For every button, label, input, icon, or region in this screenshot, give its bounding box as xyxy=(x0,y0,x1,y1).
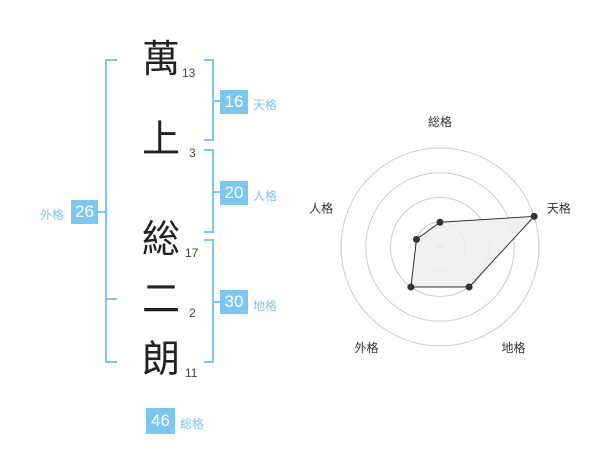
gaikaku-label: 外格 xyxy=(40,208,65,222)
stroke-count-2: 3 xyxy=(189,146,196,160)
chikaku-tick xyxy=(212,301,220,303)
chikaku-label: 地格 xyxy=(253,299,278,313)
gaikaku-bracket xyxy=(105,59,117,363)
jinkaku-badge: 20 xyxy=(220,181,248,205)
jinkaku-tick xyxy=(212,191,220,193)
radar-axis-label: 総格 xyxy=(428,114,452,129)
gaikaku-badge: 26 xyxy=(71,200,98,224)
stroke-count-4: 2 xyxy=(189,306,196,320)
radar-point xyxy=(436,218,444,226)
tenkaku-label: 天格 xyxy=(253,98,278,112)
radar-ring xyxy=(365,172,515,322)
jinkaku-label: 人格 xyxy=(253,189,278,203)
radar-points xyxy=(407,212,538,291)
radar-point xyxy=(407,283,415,291)
stroke-count-5: 11 xyxy=(185,366,198,380)
radar-ring xyxy=(340,147,540,347)
radar-polygon xyxy=(410,215,536,288)
radar-point xyxy=(530,212,538,220)
soukaku-badge: 46 xyxy=(146,408,175,434)
tenkaku-badge: 16 xyxy=(220,90,248,114)
soukaku-label: 総格 xyxy=(180,417,205,431)
radar-axis-label: 外格 xyxy=(355,340,379,355)
name-char-5: 朗 xyxy=(141,337,180,381)
gaikaku-divider-tick xyxy=(105,298,117,300)
stroke-count-1: 13 xyxy=(182,66,196,80)
radar-axis-label: 地格 xyxy=(501,340,525,355)
radar-point xyxy=(412,235,420,243)
name-char-1: 萬 xyxy=(141,37,180,81)
radar-axis-label: 人格 xyxy=(309,200,333,215)
tenkaku-tick xyxy=(212,100,220,102)
radar-axis-label: 天格 xyxy=(547,200,571,215)
radar-point xyxy=(465,283,473,291)
name-char-4: 二 xyxy=(141,277,180,321)
gaikaku-tick xyxy=(97,211,105,213)
name-char-3: 総 xyxy=(141,217,180,261)
stroke-count-3: 17 xyxy=(185,246,199,260)
chikaku-badge: 30 xyxy=(220,290,248,314)
name-char-2: 上 xyxy=(141,117,180,161)
